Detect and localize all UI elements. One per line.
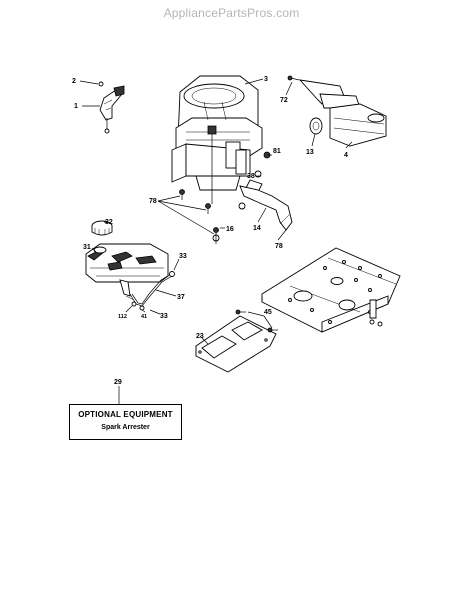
leader-33b	[149, 309, 161, 315]
callout-31: 31	[83, 244, 91, 251]
muffler-part[interactable]	[298, 79, 387, 147]
leader-41	[141, 309, 146, 313]
callout-78a: 78	[149, 198, 157, 205]
leader-13	[311, 133, 316, 147]
callout-45: 45	[264, 309, 272, 316]
callout-4: 4	[344, 152, 348, 159]
callout-3: 3	[264, 76, 268, 83]
leader-31	[91, 247, 97, 253]
optional-equipment-title: OPTIONAL EQUIPMENT	[78, 410, 173, 419]
fuel-cap-part[interactable]	[91, 220, 113, 236]
leader-2	[79, 80, 99, 85]
leader-45-1	[247, 311, 265, 317]
callout-33b: 33	[160, 313, 168, 320]
callout-78b: 78	[275, 243, 283, 250]
leader-45-2	[263, 315, 273, 329]
callout-41: 41	[141, 314, 147, 320]
throttle-control-part[interactable]	[98, 81, 125, 134]
leader-3	[244, 78, 264, 85]
callout-1: 1	[74, 103, 78, 110]
leader-78b	[277, 229, 287, 241]
leader-78a-3	[157, 200, 215, 235]
chassis-frame-part[interactable]	[261, 247, 401, 333]
watermark: AppliancePartsPros.com	[163, 6, 300, 20]
callout-112: 112	[118, 314, 127, 320]
leader-37	[155, 289, 177, 297]
callout-23: 23	[196, 333, 204, 340]
heat-shield-part[interactable]	[195, 315, 277, 373]
fuel-line-part[interactable]	[238, 185, 293, 231]
callout-33a: 33	[179, 253, 187, 260]
leader-23	[199, 335, 209, 345]
leader-33a	[173, 258, 180, 271]
leader-4	[345, 141, 353, 149]
engine-part[interactable]	[171, 75, 263, 204]
callout-16: 16	[226, 226, 234, 233]
leader-78a-1	[157, 195, 181, 202]
leader-72	[285, 81, 293, 96]
muffler-gasket-part[interactable]	[309, 117, 323, 135]
callout-29: 29	[114, 379, 122, 386]
fuel-tank-part[interactable]	[85, 243, 169, 297]
optional-equipment-item: Spark Arrester	[101, 424, 150, 431]
callout-81: 81	[273, 148, 281, 155]
callout-13: 13	[306, 149, 314, 156]
heat-shield-bolts-part[interactable]	[235, 309, 278, 333]
leader-32	[103, 221, 111, 224]
callout-38: 38	[247, 173, 255, 180]
leader-112	[125, 305, 133, 313]
callout-32: 32	[105, 219, 113, 226]
callout-72: 72	[280, 97, 288, 104]
leader-78a-2	[157, 200, 207, 211]
muffler-bolt-part[interactable]	[287, 75, 300, 81]
leader-14	[257, 207, 267, 223]
optional-equipment-box: OPTIONAL EQUIPMENT Spark Arrester	[69, 404, 182, 440]
callout-37: 37	[177, 294, 185, 301]
callout-2: 2	[72, 78, 76, 85]
engine-mount-bolts-part[interactable]	[179, 189, 220, 245]
tank-fuel-line-part[interactable]	[125, 271, 175, 311]
callout-14: 14	[253, 225, 261, 232]
